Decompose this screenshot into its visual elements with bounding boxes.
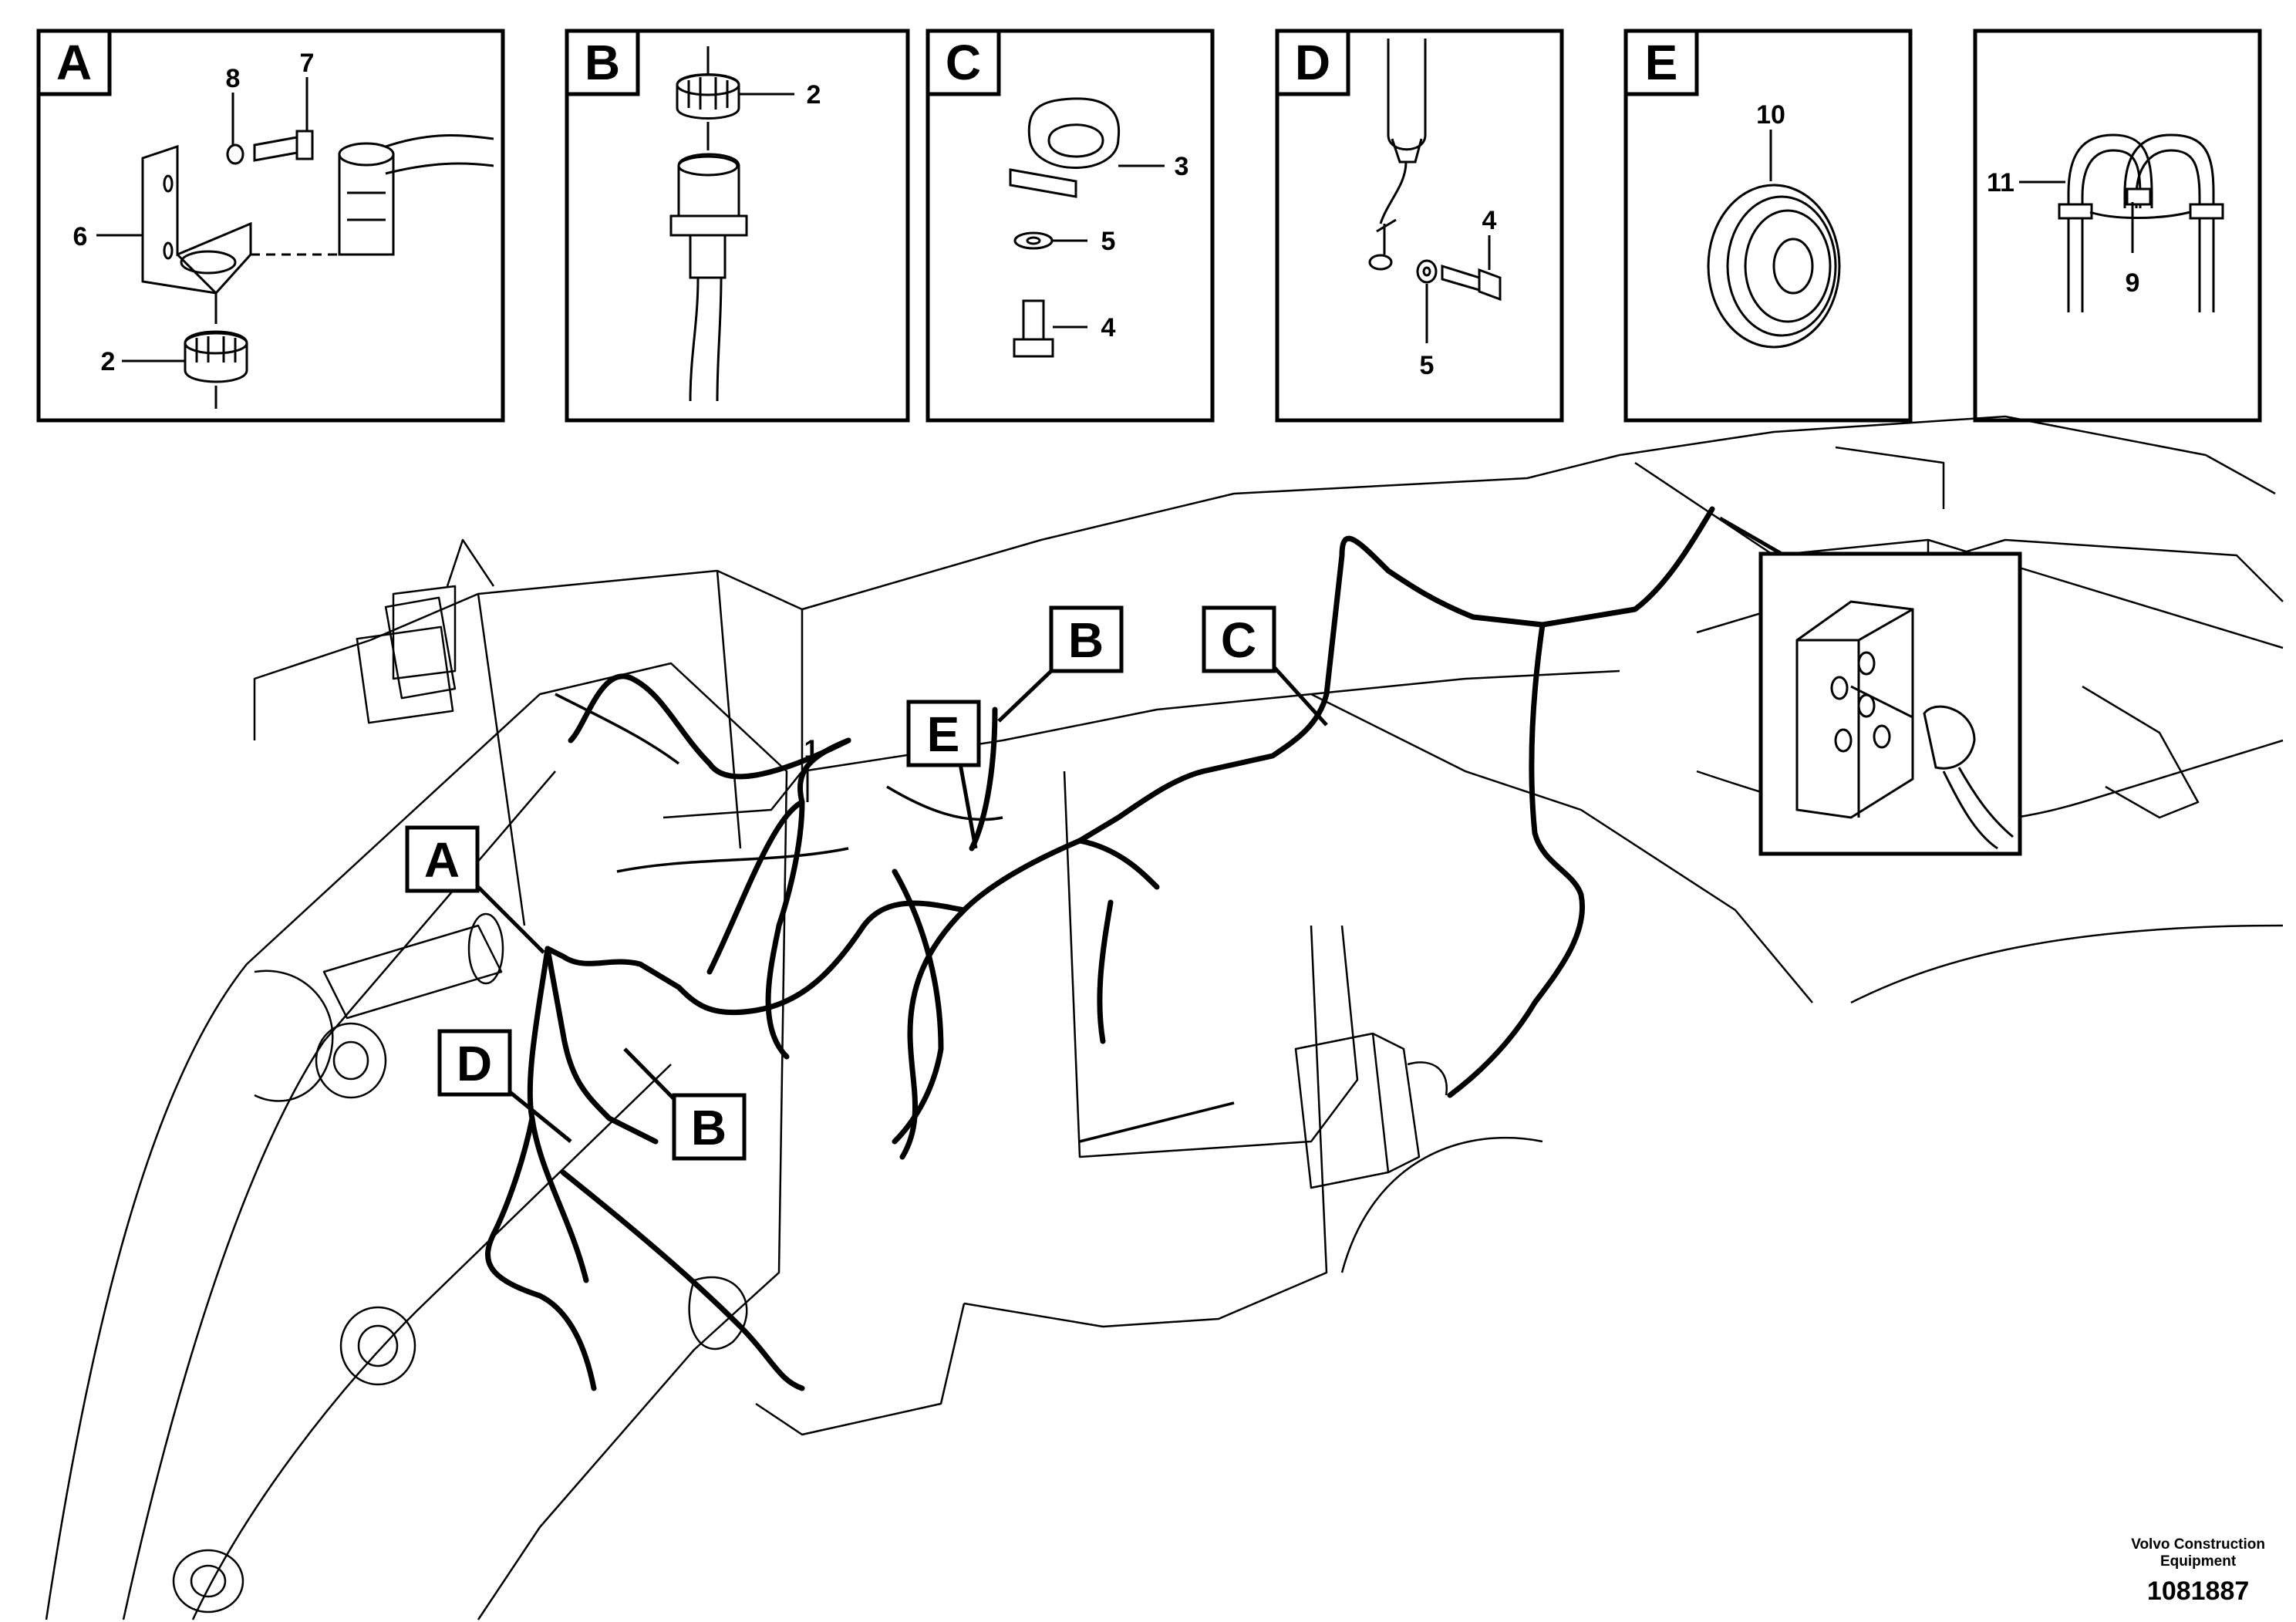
- callout-box-e: [906, 700, 981, 767]
- washer: [226, 143, 244, 165]
- nut-ring: [184, 330, 248, 383]
- detail-letter-d: D: [1295, 35, 1330, 90]
- part-label-c-4: 4: [1101, 313, 1116, 342]
- part-label-1: 1: [804, 735, 819, 764]
- detail-tab-a: [36, 29, 112, 96]
- callout-letter-b2: B: [691, 1100, 727, 1155]
- detail-e-drawing: [1707, 184, 1841, 349]
- part-label-c-5: 5: [1101, 227, 1116, 256]
- callout-letter-d: D: [457, 1036, 492, 1091]
- callout-box-b1: [1049, 605, 1124, 673]
- detail-f-drawing: [2058, 133, 2224, 312]
- callout-box-c: [1202, 605, 1276, 673]
- callout-letter-e: E: [927, 706, 960, 762]
- callout-box-a: [405, 825, 480, 893]
- part-label-f-9: 9: [2126, 268, 2140, 298]
- detail-a-drawing: [141, 130, 494, 409]
- detail-b-drawing: [669, 46, 748, 402]
- callout-letter-b1: B: [1068, 612, 1104, 668]
- detail-d-drawing: [1368, 39, 1502, 302]
- inset-detail: [1758, 551, 2022, 856]
- part-label-e-10: 10: [1756, 100, 1785, 130]
- detail-a-leaders: [96, 77, 308, 363]
- credit-block: Volvo Construction Equipment 1081887: [2131, 1536, 2265, 1607]
- detail-letter-c: C: [946, 35, 981, 90]
- detail-c-drawing: [1009, 97, 1121, 358]
- bolt: [253, 136, 298, 162]
- machine-frame: [45, 415, 2284, 1620]
- detail-letter-e: E: [1645, 35, 1678, 90]
- callout-box-d: [437, 1029, 512, 1097]
- brand-line1: Volvo Construction: [2131, 1536, 2265, 1553]
- part-label-d-5: 5: [1420, 351, 1435, 380]
- drawing-reference: 1081887: [2146, 1576, 2250, 1606]
- part-label-f-11: 11: [1987, 168, 2014, 197]
- detail-panel-f: [1973, 29, 2262, 423]
- part-label-d-4: 4: [1482, 206, 1497, 235]
- part-label-a-7: 7: [300, 49, 315, 78]
- cable: [385, 134, 494, 175]
- part-label-a-8: 8: [226, 64, 241, 93]
- brand-line2: Equipment: [2160, 1553, 2237, 1570]
- detail-panel-b: [565, 29, 910, 423]
- part-label-b-2: 2: [807, 80, 821, 110]
- callout-letter-c: C: [1221, 612, 1256, 668]
- detail-tabs: [36, 29, 1699, 96]
- part-label-c-3: 3: [1175, 152, 1189, 181]
- part-label-a-2: 2: [101, 347, 116, 376]
- detail-panel-a: [36, 29, 505, 423]
- detail-tab-e: [1623, 29, 1699, 96]
- detail-letter-b: B: [585, 35, 620, 90]
- detail-panels: [36, 29, 2262, 423]
- wiring-harness: [485, 506, 1715, 1391]
- wiring-thin: [555, 693, 1235, 1143]
- detail-tab-d: [1275, 29, 1350, 96]
- detail-tab-b: [565, 29, 640, 96]
- detail-panel-d: [1275, 29, 1564, 423]
- callout-letter-a: A: [424, 832, 460, 888]
- part-label-a-6: 6: [73, 222, 88, 251]
- detail-letter-a: A: [56, 35, 92, 90]
- callout-boxes: [405, 605, 1276, 1161]
- detail-panel-e: [1623, 29, 1913, 423]
- detail-panel-c: [925, 29, 1215, 423]
- sensor-body: [338, 153, 395, 256]
- callout-leaders: [477, 666, 1328, 1143]
- callout-box-b2: [672, 1093, 747, 1161]
- detail-tab-c: [925, 29, 1001, 96]
